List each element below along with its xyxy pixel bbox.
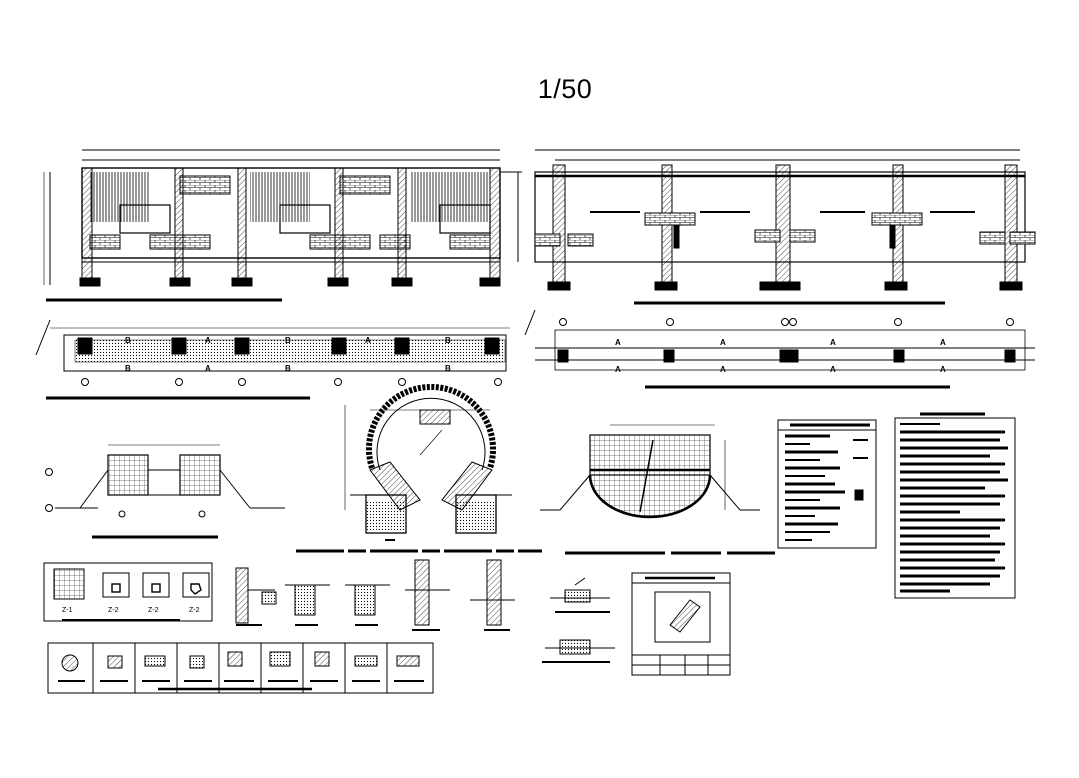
corner-detail-table [631,572,731,676]
plan-a-label-a3: A [365,336,371,345]
semicircular-tank-section [540,424,775,555]
notes-panel-left [777,419,877,549]
circular-chamber-section [296,383,542,553]
detail-tag-z2a: Z-2 [108,607,119,614]
foundation-plan-right [524,309,1035,389]
plan-a-label-a2: A [205,364,211,373]
section-elevation-left [43,149,522,302]
plan-b-label-a7: A [940,338,946,347]
notes-panel-right [894,412,1016,599]
plan-b-label-a3: A [720,338,726,347]
plan-b-label-a2: A [615,365,621,374]
pit-section-detail [45,444,285,539]
detail-tag-z1: Z-1 [62,607,73,614]
plan-b-label-a8: A [940,365,946,374]
column-details-box [43,562,213,622]
plan-b-label-a6: A [830,365,836,374]
section-elevation-right [534,149,1036,305]
plan-a-label-b6: B [445,364,451,373]
footing-details-row [235,559,515,631]
sheet-scale-title: 1/50 [537,74,593,104]
plan-b-label-a1: A [615,338,621,347]
plan-a-label-b5: B [445,336,451,345]
plan-a-label-b2: B [125,364,131,373]
plan-b-label-a4: A [720,365,726,374]
detail-tag-z2c: Z-2 [189,607,200,614]
detail-tag-z2b: Z-2 [148,607,159,614]
foundation-plan-left [35,319,510,400]
plan-b-label-a5: A [830,338,836,347]
plan-a-label-a1: A [205,336,211,345]
plan-a-label-b1: B [125,336,131,345]
plan-a-label-b3: B [285,336,291,345]
bottom-details-strip [47,642,434,694]
pipe-bedding-sections [542,577,615,663]
plan-a-label-b4: B [285,364,291,373]
